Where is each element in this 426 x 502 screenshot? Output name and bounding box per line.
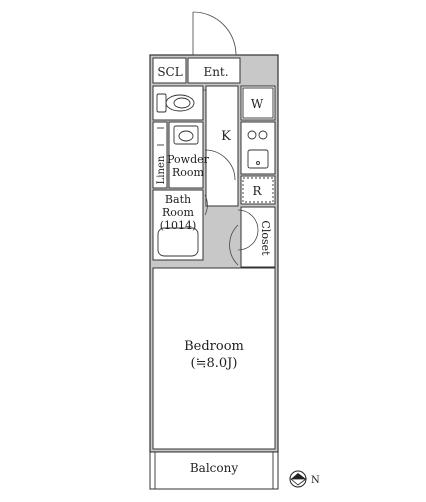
balcony	[149, 451, 279, 490]
toilet-icon	[156, 93, 195, 113]
basin-icon	[173, 125, 199, 145]
compass-label: N	[311, 475, 320, 486]
label-scl: SCL	[157, 65, 182, 79]
label-balcony: Balcony	[190, 461, 238, 475]
bath-room	[152, 189, 204, 261]
label-bath-room-line1: Bath	[165, 193, 191, 206]
label-bath-size: (1014)	[160, 219, 197, 232]
stove-icon	[247, 130, 268, 140]
scl-room	[152, 57, 187, 84]
powder-room	[168, 121, 204, 189]
closet	[240, 206, 276, 268]
bathtub-icon	[157, 227, 199, 257]
label-refrigerator: R	[252, 184, 262, 198]
label-kitchen: K	[221, 129, 231, 144]
north-arrow-icon	[289, 470, 308, 488]
front-door	[192, 11, 237, 56]
toilet-room	[152, 85, 204, 121]
label-powder-room-line2: Room	[172, 166, 205, 179]
kitchen-space	[205, 85, 239, 207]
label-powder-room-line1: Powder	[167, 153, 210, 166]
label-washer: W	[251, 97, 264, 111]
bedroom	[152, 267, 276, 450]
refrigerator-space	[240, 175, 276, 205]
washer-space	[240, 85, 276, 121]
label-linen: Linen	[156, 155, 167, 184]
label-bedroom-size: (≒8.0J)	[191, 356, 238, 371]
label-entrance: Ent.	[203, 65, 228, 79]
label-bath-room-line2: Room	[162, 206, 195, 219]
sink-icon	[247, 149, 269, 169]
label-bedroom: Bedroom	[184, 339, 244, 354]
kitchen-counter	[240, 121, 276, 175]
linen-closet	[152, 121, 168, 189]
label-closet: Closet	[259, 220, 272, 256]
entrance-area	[187, 57, 241, 84]
